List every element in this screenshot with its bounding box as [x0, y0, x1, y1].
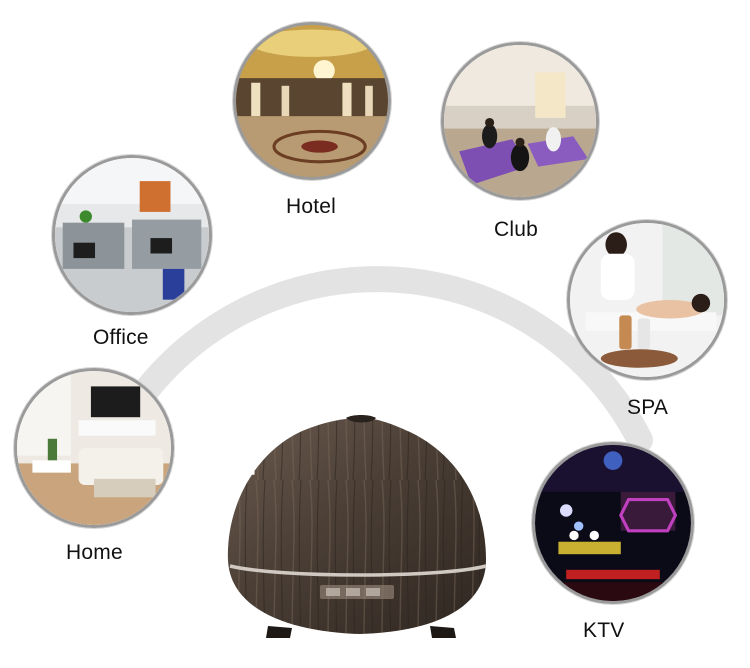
living-room-photo [14, 368, 174, 528]
venue-label: Home [66, 541, 123, 564]
venue-label: Club [494, 218, 538, 241]
venue-label: Office [93, 326, 149, 349]
venue-label: SPA [627, 396, 669, 419]
venue-label: Hotel [286, 195, 337, 218]
diffuser-body [227, 415, 487, 638]
ktv-bar-photo [532, 442, 694, 604]
venue-label: KTV [583, 619, 625, 642]
